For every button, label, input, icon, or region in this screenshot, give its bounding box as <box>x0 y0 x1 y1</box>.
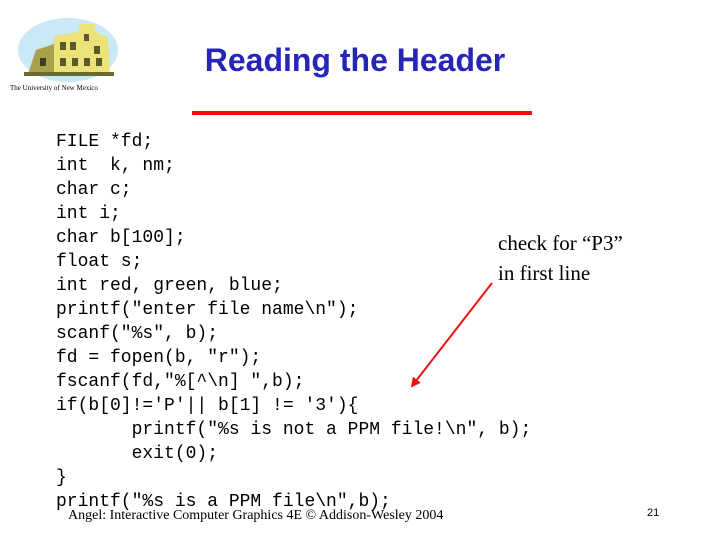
code-line: exit(0); <box>56 444 219 464</box>
code-line: FILE *fd; <box>56 132 154 152</box>
logo-caption: The University of New Mexico <box>10 84 98 92</box>
code-line: scanf("%s", b); <box>56 324 219 344</box>
annotation-line-1: check for “P3” <box>498 231 623 255</box>
code-line: printf("enter file name\n"); <box>56 300 359 320</box>
code-line: if(b[0]!='P'|| b[1] != '3'){ <box>56 396 359 416</box>
code-line: fscanf(fd,"%[^\n] ",b); <box>56 372 305 392</box>
code-line: int red, green, blue; <box>56 276 283 296</box>
footer-citation: Angel: Interactive Computer Graphics 4E … <box>68 508 444 523</box>
code-block: FILE *fd; int k, nm; char c; int i; char b[1… <box>56 130 531 514</box>
code-line: float s; <box>56 252 143 272</box>
code-line: } <box>56 468 67 488</box>
code-line: char c; <box>56 180 132 200</box>
building-logo-icon <box>18 18 118 82</box>
slide-title: Reading the Header <box>204 42 506 78</box>
code-line: int k, nm; <box>56 156 175 176</box>
university-logo: The University of New Mexico <box>10 14 122 96</box>
code-line: printf("%s is not a PPM file!\n", b); <box>56 420 532 440</box>
annotation-note: check for “P3” in first line <box>498 228 623 288</box>
page-number: 21 <box>647 507 660 519</box>
code-line: printf("%s is a PPM file\n",b); <box>56 492 391 512</box>
title-underline <box>192 111 532 115</box>
code-line: fd = fopen(b, "r"); <box>56 348 262 368</box>
annotation-line-2: in first line <box>498 261 591 285</box>
code-line: char b[100]; <box>56 228 186 248</box>
code-line: int i; <box>56 204 121 224</box>
